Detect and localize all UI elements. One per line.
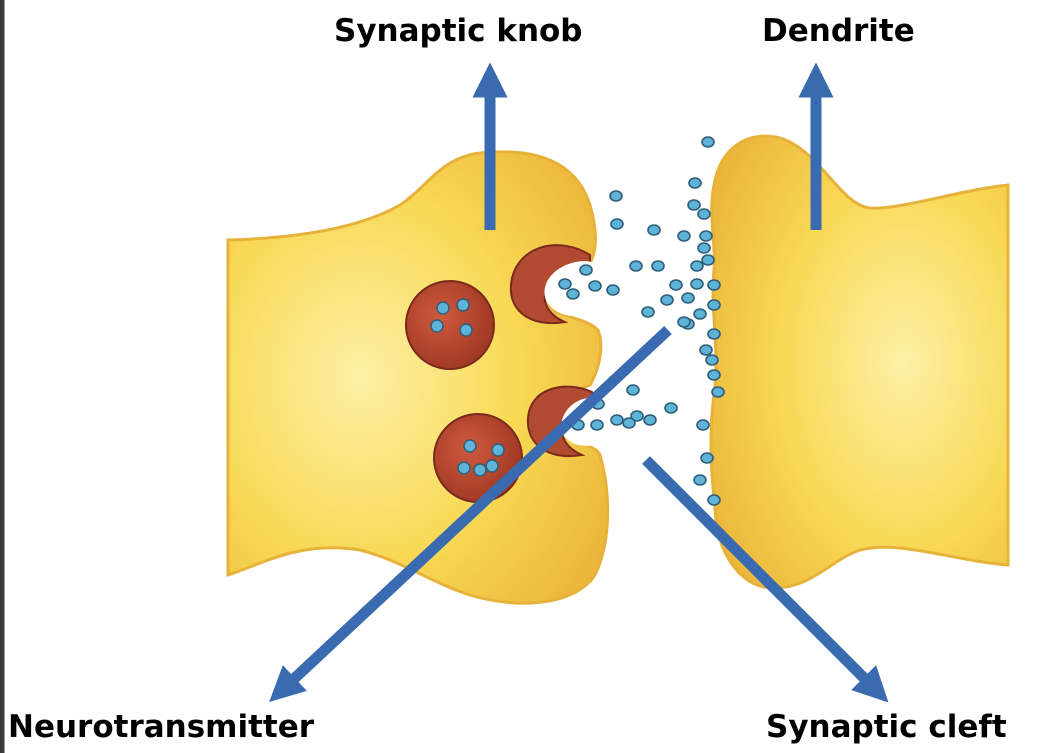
neurotransmitter-molecule xyxy=(648,225,660,235)
neurotransmitter-molecule xyxy=(630,261,642,271)
neurotransmitter-molecule xyxy=(623,418,635,428)
neurotransmitter-molecule xyxy=(700,345,712,355)
synaptic-knob-label: Synaptic knob xyxy=(334,16,583,47)
neurotransmitter-molecule xyxy=(611,219,623,229)
neurotransmitter-molecule xyxy=(691,279,703,289)
neurotransmitter-molecule xyxy=(652,261,664,271)
neurotransmitter-molecule xyxy=(700,231,712,241)
neurotransmitter-molecule xyxy=(670,280,682,290)
neurotransmitter-molecule xyxy=(698,243,710,253)
synaptic-knob-shape xyxy=(228,152,608,603)
neurotransmitter-molecule xyxy=(694,475,706,485)
neurotransmitter-molecule xyxy=(708,370,720,380)
neurotransmitter-molecule xyxy=(559,279,571,289)
neurotransmitter-molecule xyxy=(589,281,601,291)
neurotransmitter-molecule xyxy=(702,255,714,265)
neurotransmitter-molecule xyxy=(661,295,673,305)
neurotransmitter-molecule xyxy=(678,231,690,241)
dendrite-label: Dendrite xyxy=(762,16,915,47)
neurotransmitter-molecule xyxy=(691,261,703,271)
neurotransmitter-molecule xyxy=(708,495,720,505)
neurotransmitter-molecule xyxy=(701,453,713,463)
neurotransmitter-molecule xyxy=(708,280,720,290)
neurotransmitter-molecule xyxy=(642,307,654,317)
neurotransmitter-molecule xyxy=(611,415,623,425)
neurotransmitter-molecule xyxy=(627,385,639,395)
neurotransmitter-molecule xyxy=(644,415,656,425)
neurotransmitter-molecule xyxy=(567,289,579,299)
neurotransmitter-molecule xyxy=(678,317,690,327)
neurotransmitter-molecule xyxy=(591,420,603,430)
neurotransmitter-molecule xyxy=(689,178,701,188)
neurotransmitter-molecule xyxy=(610,191,622,201)
neurotransmitter-molecule xyxy=(665,403,677,413)
neurotransmitter-molecule xyxy=(580,265,592,275)
neurotransmitter-molecule xyxy=(706,355,718,365)
neurotransmitter-molecule xyxy=(708,300,720,310)
neurotransmitter-molecule xyxy=(702,137,714,147)
dendrite-shape xyxy=(711,136,1008,588)
neurotransmitter-molecule xyxy=(688,200,700,210)
vesicle-upper xyxy=(406,281,494,369)
vesicle-lower xyxy=(434,414,522,502)
neurotransmitter-molecule xyxy=(697,420,709,430)
neurotransmitter-label: Neurotransmitter xyxy=(8,712,314,743)
neurotransmitter-molecule xyxy=(682,293,694,303)
neurotransmitter-molecule xyxy=(708,329,720,339)
synaptic-cleft-label: Synaptic cleft xyxy=(766,712,1007,743)
neurotransmitter-molecule xyxy=(694,309,706,319)
neurotransmitter-molecule xyxy=(698,209,710,219)
neurotransmitter-molecule xyxy=(607,285,619,295)
neurotransmitter-molecule xyxy=(712,387,724,397)
